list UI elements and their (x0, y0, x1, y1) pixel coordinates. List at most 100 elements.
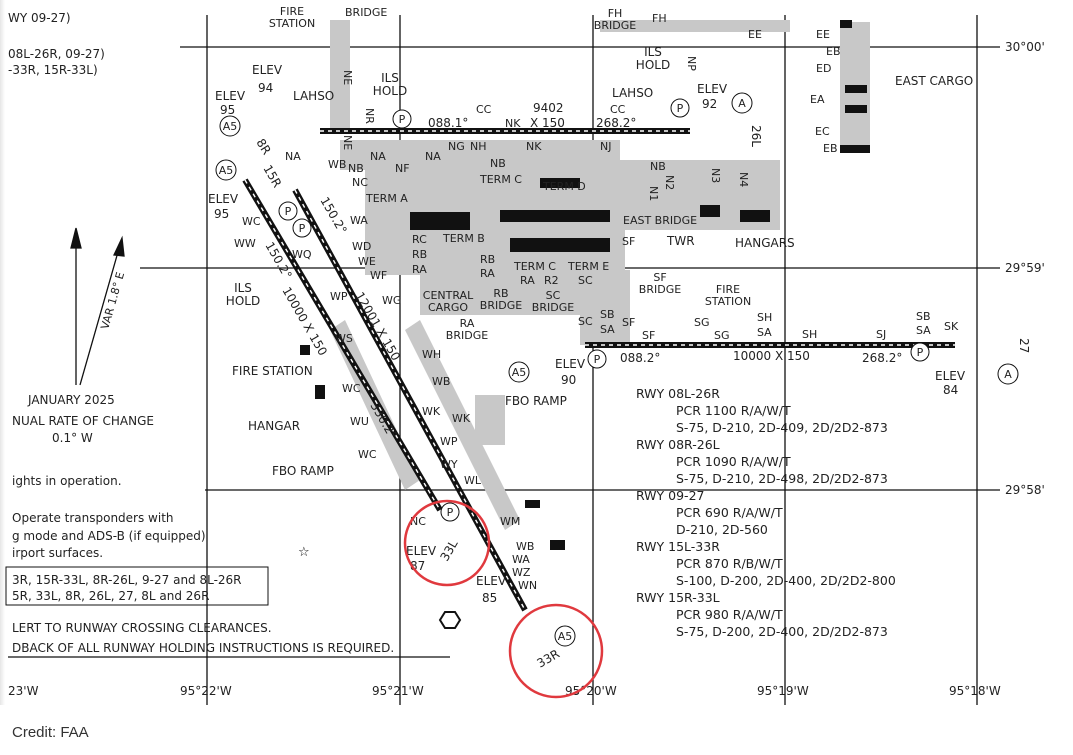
svg-text:ELEV: ELEV (555, 357, 586, 371)
svg-text:95: 95 (214, 207, 229, 221)
svg-text:NG: NG (448, 140, 465, 153)
longitude-label: 95°20'W (565, 684, 617, 698)
svg-text:WZ: WZ (512, 566, 531, 579)
svg-text:TERM C: TERM C (479, 173, 522, 186)
svg-text:0.1° W: 0.1° W (52, 431, 93, 445)
svg-text:WE: WE (358, 255, 376, 268)
svg-text:WK: WK (422, 405, 441, 418)
svg-text:EAST BRIDGE: EAST BRIDGE (623, 214, 697, 227)
runway-end-label: 33R (535, 647, 562, 671)
svg-text:SF: SF (642, 329, 655, 342)
svg-text:SF: SF (622, 235, 635, 248)
svg-text:PCR 690 R/A/W/T: PCR 690 R/A/W/T (676, 505, 783, 520)
svg-text:SF: SF (622, 316, 635, 329)
svg-text:RB: RB (412, 248, 427, 261)
a5-icon: A5 (512, 366, 527, 379)
svg-text:SG: SG (714, 329, 730, 342)
svg-text:FIRE STATION: FIRE STATION (232, 364, 313, 378)
svg-text:WP: WP (330, 290, 348, 303)
svg-text:SH: SH (757, 311, 772, 324)
runway-heading: 268.2° (596, 116, 636, 130)
svg-text:SJ: SJ (876, 328, 886, 341)
svg-text:EA: EA (810, 93, 825, 106)
runway-15L-33R (292, 188, 528, 612)
svg-text:NB: NB (490, 157, 506, 170)
svg-text:NA: NA (285, 150, 301, 163)
notes: WY 09-27) 08L-26R, 09-27) -33R, 15R-33L)… (5, 11, 450, 658)
svg-text:NE: NE (341, 70, 354, 85)
svg-text:5R, 33L, 8R, 26L, 27, 8L and 2: 5R, 33L, 8R, 26L, 27, 8L and 26R (12, 589, 209, 603)
star-icon: ☆ (298, 545, 310, 560)
svg-text:RA: RA (520, 274, 535, 287)
svg-text:WA: WA (512, 553, 530, 566)
svg-text:WM: WM (500, 515, 520, 528)
svg-text:SA: SA (916, 324, 931, 337)
ils-hold-label: ILS HOLD (372, 71, 408, 98)
svg-text:irport surfaces.: irport surfaces. (12, 546, 103, 560)
symbol-labels: A5 A5 A A5 A A5 P P P P P P P (219, 97, 1013, 643)
svg-text:PCR 1090 R/A/W/T: PCR 1090 R/A/W/T (676, 454, 791, 469)
svg-text:Operate transponders with: Operate transponders with (12, 511, 174, 525)
runway-end-label: 27 (1017, 338, 1031, 353)
svg-text:WB: WB (328, 158, 346, 171)
svg-text:WA: WA (350, 214, 368, 227)
svg-text:WD: WD (352, 240, 371, 253)
svg-text:FH: FH (652, 12, 667, 25)
svg-text:ELEV: ELEV (252, 63, 283, 77)
a5-icon: A5 (223, 120, 238, 133)
ils-hold-label: ILS HOLD (635, 45, 671, 72)
highlight-circle (403, 499, 491, 587)
svg-text:RA: RA (412, 263, 427, 276)
runway-heading: 150.2° (317, 195, 349, 237)
runway-heading: 268.2° (862, 351, 902, 365)
image-credit: Credit: FAA (12, 724, 89, 741)
place-labels: BRIDGE LAHSO LAHSO EAST CARGO TERM A TER… (232, 6, 973, 478)
svg-text:RA: RA (480, 267, 495, 280)
svg-text:WQ: WQ (292, 248, 312, 261)
svg-text:LAHSO: LAHSO (293, 89, 334, 103)
ra-bridge-label: RA BRIDGE (445, 317, 489, 342)
svg-text:N3: N3 (709, 168, 722, 183)
svg-text:WG: WG (382, 294, 401, 307)
svg-text:ELEV: ELEV (406, 544, 437, 558)
north-arrows-icon (70, 227, 125, 386)
a-icon: A (738, 97, 746, 110)
svg-text:TERM D: TERM D (542, 180, 586, 193)
svg-text:EAST CARGO: EAST CARGO (895, 74, 973, 88)
svg-text:NH: NH (470, 140, 487, 153)
svg-text:85: 85 (482, 591, 497, 605)
svg-text:95: 95 (220, 103, 235, 117)
svg-text:92: 92 (702, 97, 717, 111)
svg-text:TERM B: TERM B (442, 232, 485, 245)
svg-text:TWR: TWR (666, 234, 695, 248)
svg-text:ELEV: ELEV (935, 369, 966, 383)
runway-15R-33L (242, 178, 443, 512)
longitude-label: 95°18'W (949, 684, 1001, 698)
left-edge-fade (0, 0, 5, 705)
svg-text:EB: EB (823, 142, 838, 155)
svg-text:S-75, D-210, 2D-498, 2D/2D2-87: S-75, D-210, 2D-498, 2D/2D2-873 (676, 471, 888, 486)
p-icon: P (677, 102, 684, 115)
variation-label: VAR 1.8° E (98, 271, 127, 331)
svg-text:WP: WP (440, 435, 458, 448)
svg-text:84: 84 (943, 383, 958, 397)
fire-station-label: FIRE STATION (268, 5, 316, 30)
svg-text:NJ: NJ (600, 140, 611, 153)
central-cargo-label: CENTRAL CARGO (422, 289, 474, 314)
svg-text:ELEV: ELEV (476, 574, 507, 588)
svg-text:S-100, D-200, 2D-400, 2D/2D2-8: S-100, D-200, 2D-400, 2D/2D2-800 (676, 573, 896, 588)
svg-text:94: 94 (258, 81, 273, 95)
svg-text:RWY 08R-26L: RWY 08R-26L (636, 437, 720, 452)
longitude-label: 95°21'W (372, 684, 424, 698)
svg-text:NK: NK (526, 140, 542, 153)
runway-heading: 088.1° (428, 116, 468, 130)
highlight-circle (508, 603, 604, 699)
longitude-label: 95°19'W (757, 684, 809, 698)
svg-text:JANUARY 2025: JANUARY 2025 (27, 393, 115, 407)
buildings (300, 20, 870, 550)
svg-text:CC: CC (610, 103, 626, 116)
svg-text:EB: EB (826, 45, 841, 58)
svg-text:WK: WK (452, 412, 471, 425)
svg-text:PCR 1100 R/A/W/T: PCR 1100 R/A/W/T (676, 403, 791, 418)
